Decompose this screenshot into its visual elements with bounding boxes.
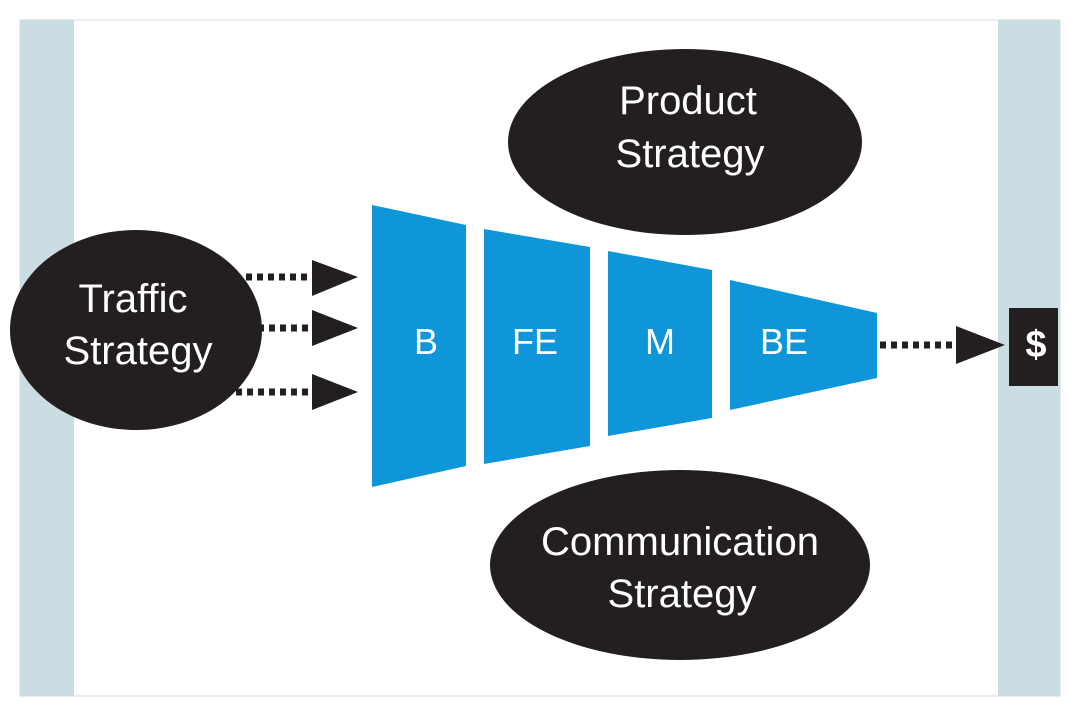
traffic-arrow-bottom [236,374,358,410]
traffic-strategy-line1: Traffic [79,277,188,321]
output-arrow [880,326,1005,364]
funnel-stage-fe: FE [484,229,590,464]
funnel-stage-fe-label: FE [512,321,558,362]
funnel: B FE M BE [372,205,877,487]
funnel-stage-b: B [372,205,466,487]
product-strategy-line1: Product [619,79,757,123]
product-strategy-node: Product Strategy [508,49,862,235]
funnel-stage-m: M [608,251,712,436]
traffic-arrows [236,260,358,410]
communication-strategy-line1: Communication [541,520,819,564]
traffic-arrow-top [246,260,358,296]
communication-strategy-node: Communication Strategy [490,470,870,660]
funnel-stage-be-label: BE [760,321,808,362]
communication-strategy-line2: Strategy [608,572,757,616]
funnel-stage-b-label: B [414,321,438,362]
funnel-stage-m-label: M [645,321,675,362]
dollar-sign-icon: $ [1025,324,1046,366]
funnel-stage-be: BE [730,280,877,410]
money-box: $ [1009,308,1058,386]
traffic-arrow-middle [258,310,358,346]
product-strategy-line2: Strategy [616,132,765,176]
traffic-strategy-node: Traffic Strategy [10,230,262,430]
traffic-strategy-line2: Strategy [64,329,213,373]
